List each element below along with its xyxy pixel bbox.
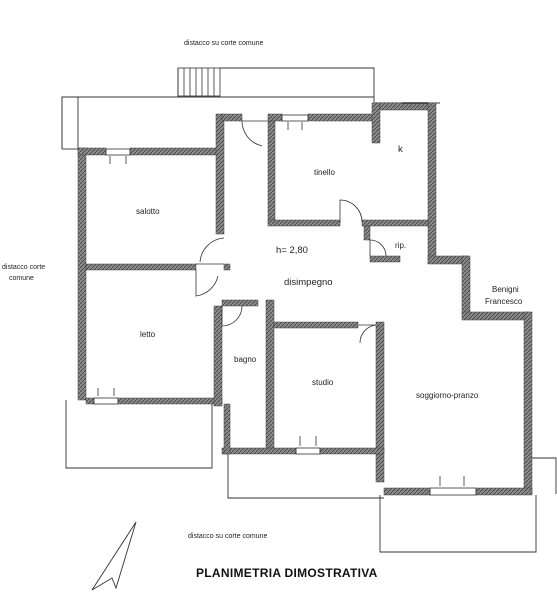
windows — [93, 102, 477, 496]
room-bagno: bagno — [234, 355, 257, 364]
doors — [195, 120, 387, 344]
room-kitchen: k — [398, 144, 403, 155]
room-disimpegno: disimpegno — [284, 277, 333, 288]
north-arrow — [91, 521, 137, 591]
room-ripostiglio: rip. — [395, 241, 407, 250]
room-tinello: tinello — [314, 168, 335, 177]
label-top-border: distacco su corte comune — [184, 40, 264, 47]
room-studio: studio — [312, 378, 334, 387]
room-salotto: salotto — [136, 207, 160, 216]
label-bottom-border: distacco su corte comune — [188, 533, 268, 540]
room-soggiorno: soggiorno-pranzo — [416, 391, 479, 400]
label-left-border-2: comune — [9, 275, 34, 282]
walls — [77, 102, 533, 496]
plan-title: PLANIMETRIA DIMOSTRATIVA — [196, 566, 378, 580]
room-letto: letto — [140, 330, 156, 339]
label-neighbor-2: Francesco — [485, 297, 523, 306]
balconies — [65, 400, 557, 553]
label-neighbor-1: Benigni — [492, 285, 519, 294]
top-balcony-slab — [61, 96, 79, 150]
label-left-border-1: distacco corte — [2, 264, 46, 271]
room-height: h= 2,80 — [276, 245, 308, 256]
stairs — [177, 67, 221, 97]
